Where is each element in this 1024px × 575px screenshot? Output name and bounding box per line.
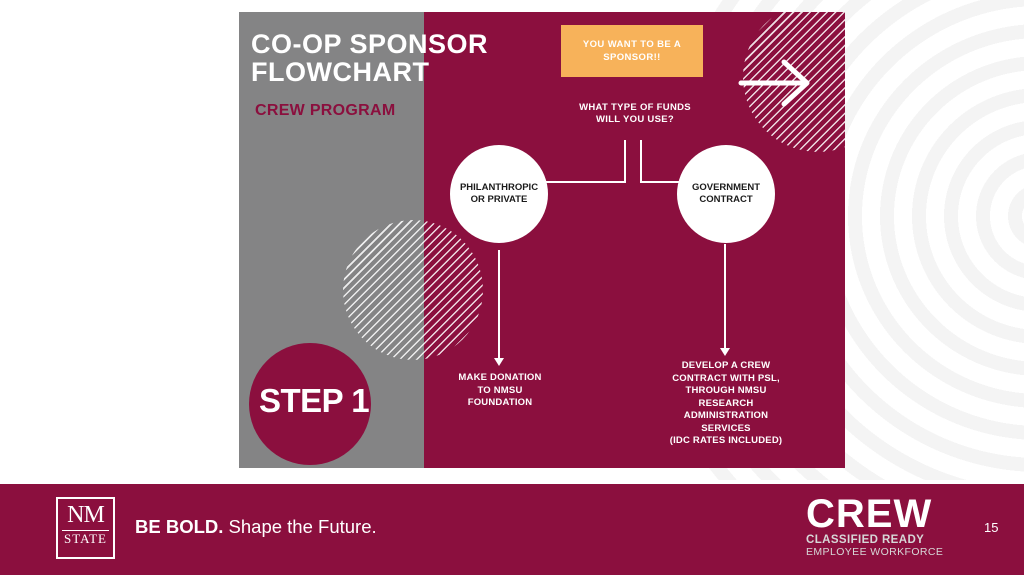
logo-nm-text: NM bbox=[67, 502, 105, 528]
connector-to-left-node bbox=[545, 140, 626, 183]
footer-bar: NM STATE BE BOLD. Shape the Future. CREW… bbox=[0, 484, 1024, 575]
arrowhead-right bbox=[720, 348, 730, 356]
left-node-line-1: PHILANTHROPIC bbox=[459, 182, 539, 193]
question-line-1: WHAT TYPE OF FUNDS bbox=[579, 102, 691, 113]
hatched-circle-decoration bbox=[343, 220, 483, 360]
tagline-bold: BE BOLD. bbox=[135, 516, 224, 537]
philanthropic-node: PHILANTHROPIC OR PRIVATE bbox=[450, 145, 548, 243]
left-node-line-2: OR PRIVATE bbox=[470, 194, 528, 205]
footer-tagline: BE BOLD. Shape the Future. bbox=[135, 516, 377, 538]
donation-result: MAKE DONATION TO NMSU FOUNDATION bbox=[458, 372, 542, 408]
right-arrow-icon bbox=[738, 59, 810, 107]
title-line-2: FLOWCHART bbox=[251, 57, 430, 87]
crew-logo-subtitle-2: EMPLOYEE WORKFORCE bbox=[806, 546, 944, 558]
page-number: 15 bbox=[984, 520, 999, 535]
connector-to-right-node bbox=[640, 140, 683, 183]
flowchart-slide: CO-OP SPONSOR FLOWCHART CREW PROGRAM STE… bbox=[239, 12, 845, 468]
funds-question: WHAT TYPE OF FUNDS WILL YOU USE? bbox=[555, 102, 715, 126]
right-node-line-1: GOVERNMENT bbox=[691, 182, 761, 193]
title-line-1: CO-OP SPONSOR bbox=[251, 29, 489, 59]
arrowhead-left bbox=[494, 358, 504, 366]
question-line-2: WILL YOU USE? bbox=[596, 114, 674, 125]
slide-title: CO-OP SPONSOR FLOWCHART bbox=[251, 30, 551, 86]
slide-subtitle: CREW PROGRAM bbox=[255, 102, 396, 119]
government-node: GOVERNMENT CONTRACT bbox=[677, 145, 775, 243]
step-circle bbox=[249, 343, 371, 465]
nmstate-logo: NM STATE bbox=[56, 497, 115, 559]
tagline-rest: Shape the Future. bbox=[223, 516, 377, 537]
crew-logo-word: CREW bbox=[806, 492, 933, 536]
step-label: STEP 1 bbox=[259, 382, 370, 419]
contract-result: DEVELOP A CREW CONTRACT WITH PSL, THROUG… bbox=[669, 360, 783, 446]
right-node-line-2: CONTRACT bbox=[699, 194, 753, 205]
crew-logo-subtitle-1: CLASSIFIED READY bbox=[806, 534, 925, 546]
logo-state-text: STATE bbox=[62, 530, 109, 547]
flowchart-connectors bbox=[494, 59, 810, 366]
sponsor-callout-box: YOU WANT TO BE A SPONSOR!! bbox=[561, 25, 703, 77]
